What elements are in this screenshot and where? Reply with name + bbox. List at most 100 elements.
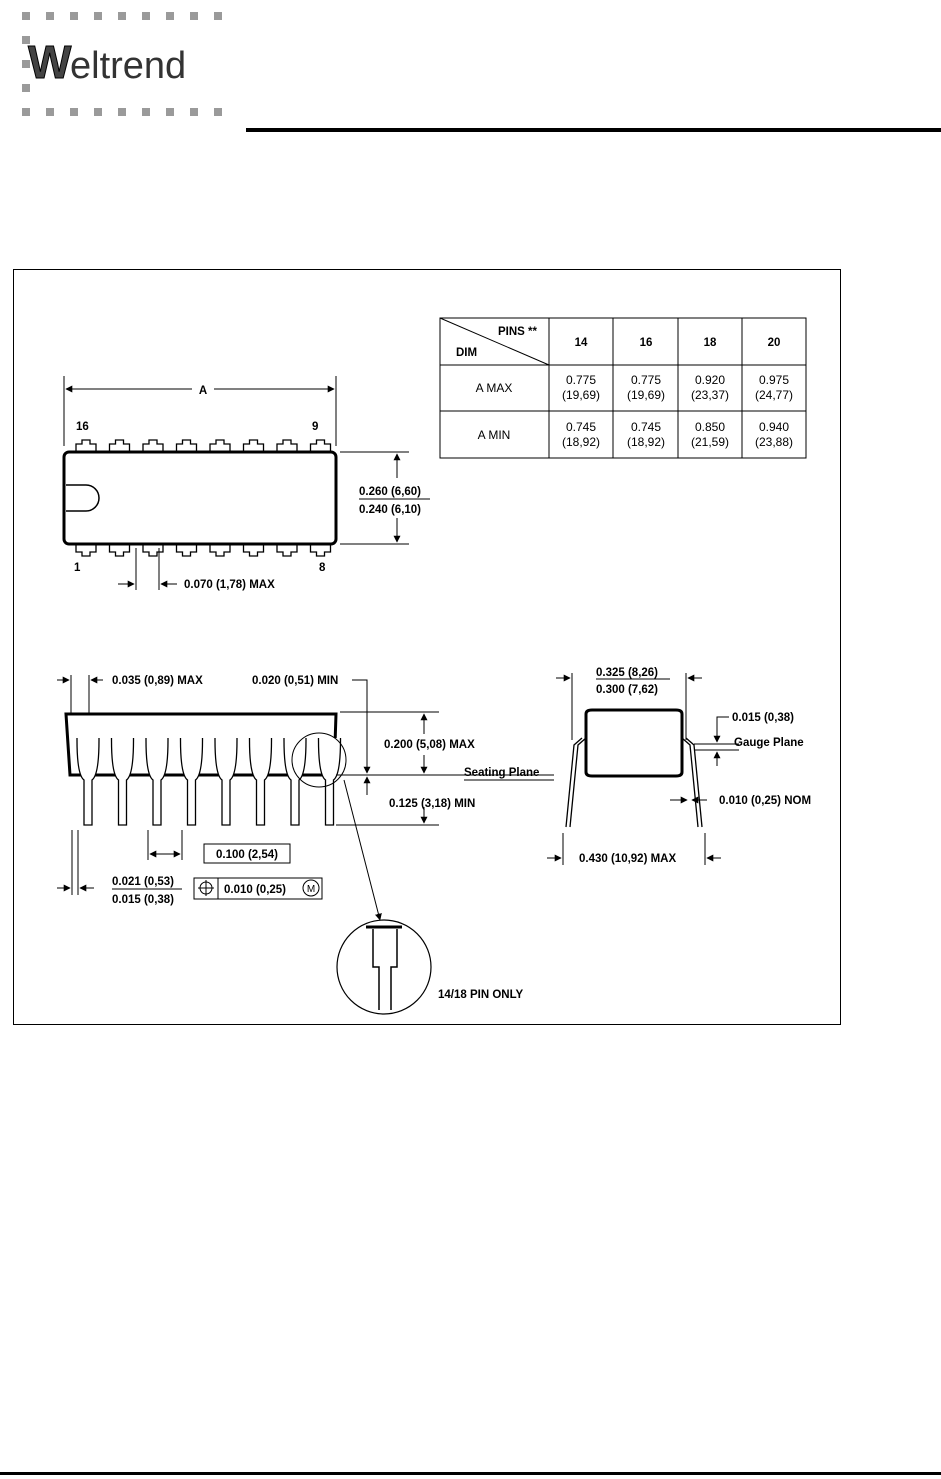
seating-min: 0.020 (0,51) MIN [252,675,338,687]
package-drawing-frame: PINS ** DIM 14 16 18 20 A MAX 0.775 (19,… [13,269,841,1025]
table-pins-14: 14 [575,337,588,349]
lead-dia-max: 0.021 (0,53) [112,876,174,888]
logo-dot [118,108,126,116]
logo-dot [118,12,126,20]
pin-label-16: 16 [76,421,89,433]
logo-dot [214,108,222,116]
table-cell: (18,92) [562,435,600,449]
table-cell: (19,69) [627,388,665,402]
logo-dot [190,108,198,116]
table-cell: (23,37) [691,388,729,402]
pin-stub [108,544,131,557]
lead-dia-min: 0.015 (0,38) [112,894,174,906]
tolerance-value: 0.010 (0,25) [224,884,286,896]
mmc-modifier-text: M [307,884,315,895]
gauge-dim: 0.015 (0,38) [732,712,794,724]
pin1-notch [66,484,100,512]
package-body-end [584,708,684,778]
side-lead [145,738,169,826]
width-min: 0.240 (6,10) [359,504,421,516]
pitch-value: 0.100 (2,54) [216,849,278,861]
table-cell: 0.745 [631,420,661,434]
table-cell: 0.775 [566,373,596,387]
logo-dot [46,12,54,20]
detail-leader [343,779,382,921]
package-body-top [62,450,338,546]
table-row-a-max-label: A MAX [476,381,513,395]
logo-dot-grid [22,12,222,116]
pin-stub [276,439,298,452]
row-spacing-min: 0.300 (7,62) [596,684,658,696]
logo-dot [94,12,102,20]
table-cell: 0.745 [566,420,596,434]
end-view: 0.325 (8,26) 0.300 (7,62) 0.015 (0,38) G… [547,667,811,865]
lower-pin-stubs [75,544,332,557]
logo-dot [214,12,222,20]
pin-stub [242,544,265,557]
pin-stub [309,439,332,452]
body-height-max: 0.200 (5,08) MAX [384,739,475,751]
table-corner-diagonal [439,317,550,366]
pin-stub [142,544,164,557]
table-pins-20: 20 [768,337,781,349]
seating-plane-label: Seating Plane [464,767,539,779]
gauge-plane-label: Gauge Plane [734,737,804,749]
logo-dot [22,60,30,68]
mmc-modifier-icon [302,879,320,897]
detail-callout-circle [291,732,347,788]
logo-dot [70,108,78,116]
table-corner-dim: DIM [456,347,477,359]
logo-dot [166,108,174,116]
logo-initial: W [28,36,72,88]
pin-label-9: 9 [312,421,318,433]
top-view: A 16 9 1 8 0.070 (1,78) MAX 0.260 (6,60)… [62,376,430,591]
pin-stub [175,544,198,557]
logo-dot [70,12,78,20]
pin-stub [75,439,97,452]
table-corner-pins: PINS ** [498,326,538,338]
side-lead [317,738,342,826]
pin-stub [242,439,265,452]
lead-width-max: 0.070 (1,78) MAX [184,579,275,591]
lead-thickness: 0.010 (0,25) NOM [719,795,811,807]
pin-stub [142,439,164,452]
footer-rule [0,1472,941,1475]
lead-length-min: 0.125 (3,18) MIN [389,798,475,810]
table-cell: 0.775 [631,373,661,387]
weltrend-logo: W eltrend [22,12,224,116]
length-label-a: A [199,385,207,397]
row-spacing-max: 0.325 (8,26) [596,667,658,679]
side-lead [179,738,204,826]
dimension-table [439,317,807,459]
logo-dot [142,12,150,20]
pin-stub [209,544,231,557]
pin-label-8: 8 [319,562,326,574]
detail-view: 14/18 PIN ONLY [336,919,524,1015]
pin-label-1: 1 [74,562,81,574]
pin-stub [108,439,131,452]
width-max: 0.260 (6,60) [359,486,421,498]
side-leads [76,738,342,826]
side-lead [283,738,307,826]
pin-stub [209,439,231,452]
side-view: 0.035 (0,89) MAX 0.020 (0,51) MIN 0.200 … [57,675,554,921]
logo-dot [22,108,30,116]
table-row-a-min-label: A MIN [478,428,511,442]
logo-dot [190,12,198,20]
detail-note: 14/18 PIN ONLY [438,989,524,1001]
table-cell: (18,92) [627,435,665,449]
pitch-box [203,843,291,864]
position-tolerance-frame [193,877,323,900]
table-cell: (21,59) [691,435,729,449]
header-rule [246,128,941,132]
pin-stub [309,544,332,557]
table-cell: (23,88) [755,435,793,449]
logo-text-band [38,42,224,82]
logo-dot [22,84,30,92]
pin-stub [276,544,298,557]
table-cell: 0.975 [759,373,789,387]
table-cell: (19,69) [562,388,600,402]
table-cell: 0.920 [695,373,725,387]
logo-dot [94,108,102,116]
pin-stub [75,544,97,557]
